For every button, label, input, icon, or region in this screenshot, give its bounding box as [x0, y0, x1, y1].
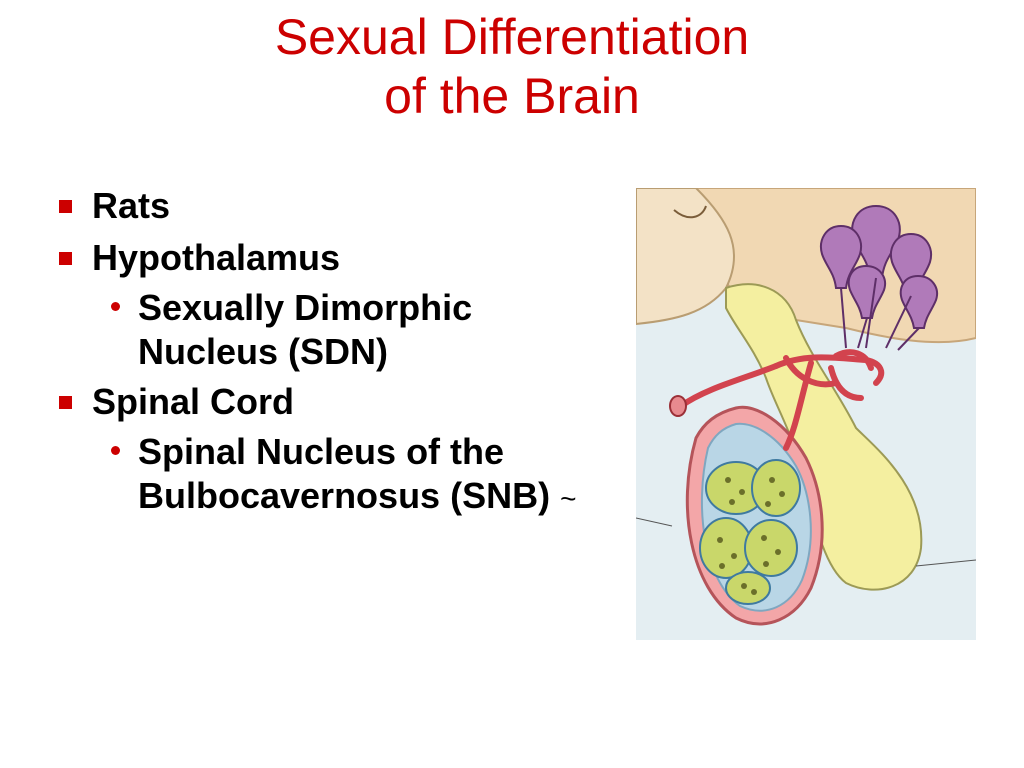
neurons	[820, 204, 938, 329]
pituitary-stalk	[725, 283, 923, 591]
sub-bullet-item-sdn: Sexually Dimorphic Nucleus (SDN)	[56, 286, 626, 374]
neuron-axons	[840, 277, 920, 351]
tissue-fold	[673, 205, 707, 219]
pointer-line-right	[915, 559, 976, 567]
title-line-1: Sexual Differentiation	[274, 9, 750, 65]
bullet-item-rats: Rats	[56, 182, 626, 230]
bullet-item-hypothalamus: Hypothalamus	[56, 234, 626, 282]
sub-bullet-text: Spinal Nucleus of the Bulbocavernosus (S…	[138, 431, 551, 516]
slide-title: Sexual Differentiation of the Brain	[0, 8, 1024, 126]
tilde-mark: ~	[560, 483, 577, 514]
bullet-text: Hypothalamus	[92, 237, 341, 278]
title-line-2: of the Brain	[384, 68, 640, 124]
sub-bullet-text-wrap: Spinal Nucleus of the Bulbocavernosus (S…	[138, 430, 618, 521]
square-bullet-icon	[59, 252, 72, 265]
vessel-opening	[669, 395, 687, 417]
bullet-text: Rats	[92, 185, 171, 226]
bullet-text: Spinal Cord	[92, 381, 295, 422]
bullet-item-spinal-cord: Spinal Cord	[56, 378, 626, 426]
round-bullet-icon	[111, 302, 120, 311]
bullet-list: Rats Hypothalamus Sexually Dimorphic Nuc…	[56, 182, 626, 525]
cell-clusters	[699, 459, 801, 605]
square-bullet-icon	[59, 200, 72, 213]
portal-vessels	[678, 349, 885, 451]
sub-bullet-item-snb: Spinal Nucleus of the Bulbocavernosus (S…	[56, 430, 626, 521]
sub-bullet-text: Sexually Dimorphic Nucleus (SDN)	[138, 287, 473, 372]
square-bullet-icon	[59, 396, 72, 409]
hypothalamus-pituitary-illustration	[636, 188, 976, 640]
pointer-line-left	[636, 517, 673, 527]
cell-nuclei	[717, 477, 785, 595]
round-bullet-icon	[111, 446, 120, 455]
